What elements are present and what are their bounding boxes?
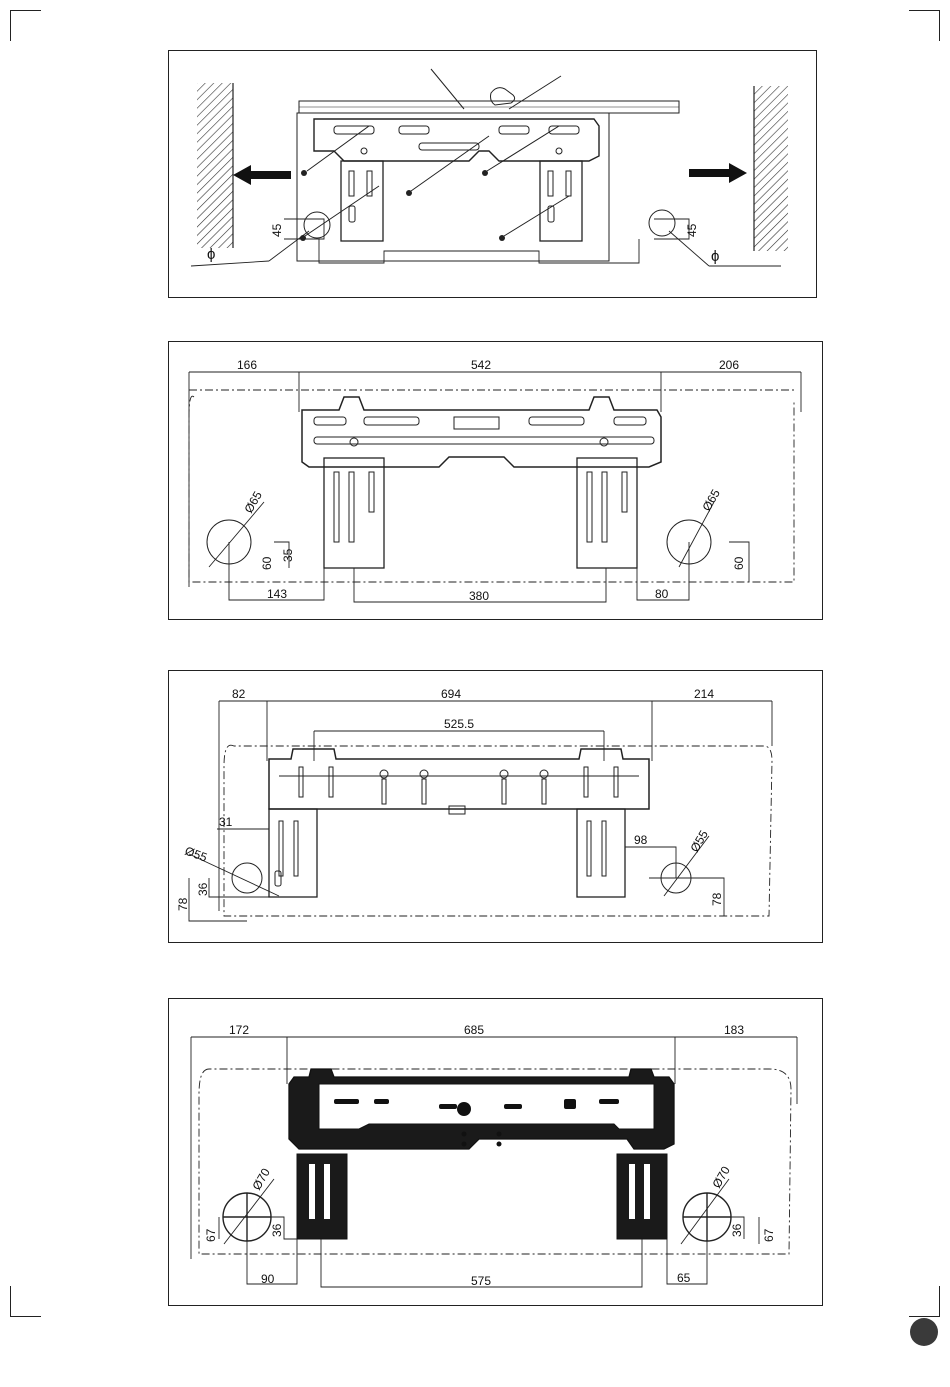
left-hole-diameter: Ø65	[241, 489, 265, 516]
dim-bottom-left: 143	[267, 587, 287, 601]
left-bracket	[341, 161, 383, 241]
mounting-plate	[302, 397, 661, 467]
dim-left-v2: 35	[281, 548, 295, 562]
dim-top-right: 183	[724, 1023, 744, 1037]
arrow-right-icon	[689, 163, 747, 183]
right-pipe-hole	[649, 210, 675, 236]
dim-right-v2: 67	[762, 1228, 776, 1242]
right-bracket	[617, 1154, 667, 1239]
dim-bottom-right: 80	[655, 587, 669, 601]
dim-bottom-right: 65	[677, 1271, 691, 1285]
screw-icon	[499, 235, 505, 241]
dim-bottom-mid: 575	[471, 1274, 491, 1288]
figure-1-installation: ϕ ϕ 45 45	[168, 50, 817, 298]
dim-top-mid: 694	[441, 687, 461, 701]
left-hole-symbol: ϕ	[207, 246, 215, 263]
crop-mark-top-left	[10, 10, 41, 41]
left-wall	[197, 83, 233, 248]
mounting-plate	[314, 119, 599, 161]
center-hole-icon	[457, 1102, 471, 1116]
left-pipe-hole	[232, 863, 262, 893]
crop-mark-bottom-right	[909, 1286, 940, 1317]
figure-2-dimensions: 166 542 206 Ø65 Ø65 60 35 60 143 380 80	[168, 341, 823, 620]
dim-top-mid: 542	[471, 358, 491, 372]
hand-icon	[491, 88, 515, 105]
page-marker-dot	[910, 1318, 938, 1346]
figure-4-dimensions: 172 685 183 Ø70 Ø70 67 36 36 67 90 575 6…	[168, 998, 823, 1306]
right-hole-diameter: Ø65	[699, 487, 723, 514]
left-offset-label: 45	[270, 223, 284, 237]
dim-top-mid: 685	[464, 1023, 484, 1037]
screw-icon	[406, 190, 412, 196]
right-wall	[754, 86, 788, 251]
dim-top-left: 172	[229, 1023, 249, 1037]
figure-3-drawing: 82 694 214 525.5 31 Ø55 36 78 98 Ø55 78	[169, 671, 822, 942]
right-hole-diameter: Ø55	[687, 828, 711, 855]
dim-bottom-left: 90	[261, 1272, 275, 1286]
crop-mark-top-right	[909, 10, 940, 41]
dim-top-right: 206	[719, 358, 739, 372]
left-hole-diameter: Ø70	[249, 1166, 273, 1193]
screw-icon	[482, 170, 488, 176]
dim-left-v1: 60	[260, 556, 274, 570]
right-hole-symbol: ϕ	[711, 248, 719, 265]
dim-right-v1: 36	[730, 1223, 744, 1237]
dim-right-side: 98	[634, 833, 648, 847]
figure-4-drawing: 172 685 183 Ø70 Ø70 67 36 36 67 90 575 6…	[169, 999, 822, 1305]
dim-right-v: 78	[710, 892, 724, 906]
dim-right-v: 60	[732, 556, 746, 570]
dim-left-v2: 36	[270, 1223, 284, 1237]
dim-top-left: 166	[237, 358, 257, 372]
dim-left-v1: 36	[196, 882, 210, 896]
mounting-plate	[269, 749, 649, 809]
dim-top-right: 214	[694, 687, 714, 701]
right-bracket	[577, 809, 625, 897]
screw-icon	[301, 170, 307, 176]
left-bracket	[297, 1154, 347, 1239]
dim-left-v1: 67	[204, 1228, 218, 1242]
right-offset-label: 45	[685, 223, 699, 237]
figure-2-drawing: 166 542 206 Ø65 Ø65 60 35 60 143 380 80	[169, 342, 822, 619]
arrow-left-icon	[233, 165, 291, 185]
dim-left-v2: 78	[176, 897, 190, 911]
figure-1-drawing: ϕ ϕ 45 45	[169, 51, 816, 297]
dim-inner: 525.5	[444, 717, 474, 731]
dim-top-left: 82	[232, 687, 246, 701]
dim-left-side: 31	[219, 815, 233, 829]
dim-bottom-mid: 380	[469, 589, 489, 603]
left-pipe-hole	[304, 212, 330, 238]
left-bracket	[269, 809, 317, 897]
figure-3-dimensions: 82 694 214 525.5 31 Ø55 36 78 98 Ø55 78	[168, 670, 823, 943]
crop-mark-bottom-left	[10, 1286, 41, 1317]
right-hole-diameter: Ø70	[709, 1164, 733, 1191]
